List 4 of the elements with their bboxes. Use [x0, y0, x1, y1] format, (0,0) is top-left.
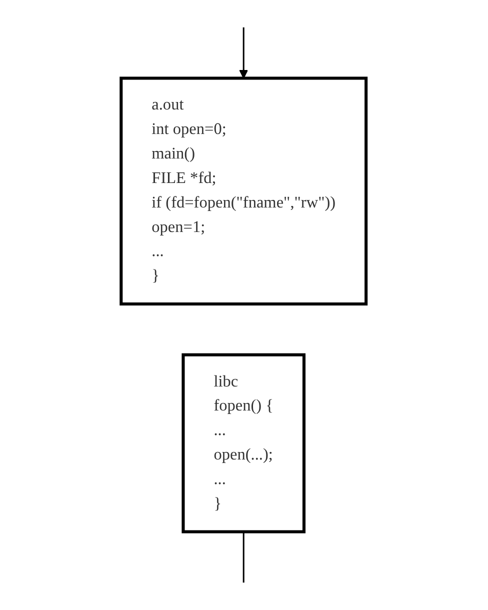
arrow	[240, 27, 248, 79]
connector	[243, 532, 245, 583]
node-box: a.out int open=0; main() FILE *fd; if (fd=fopen("fname","rw")) open=1; ... }	[120, 76, 368, 306]
node-box: libc fopen() { ... open(...); ... }	[182, 353, 306, 534]
